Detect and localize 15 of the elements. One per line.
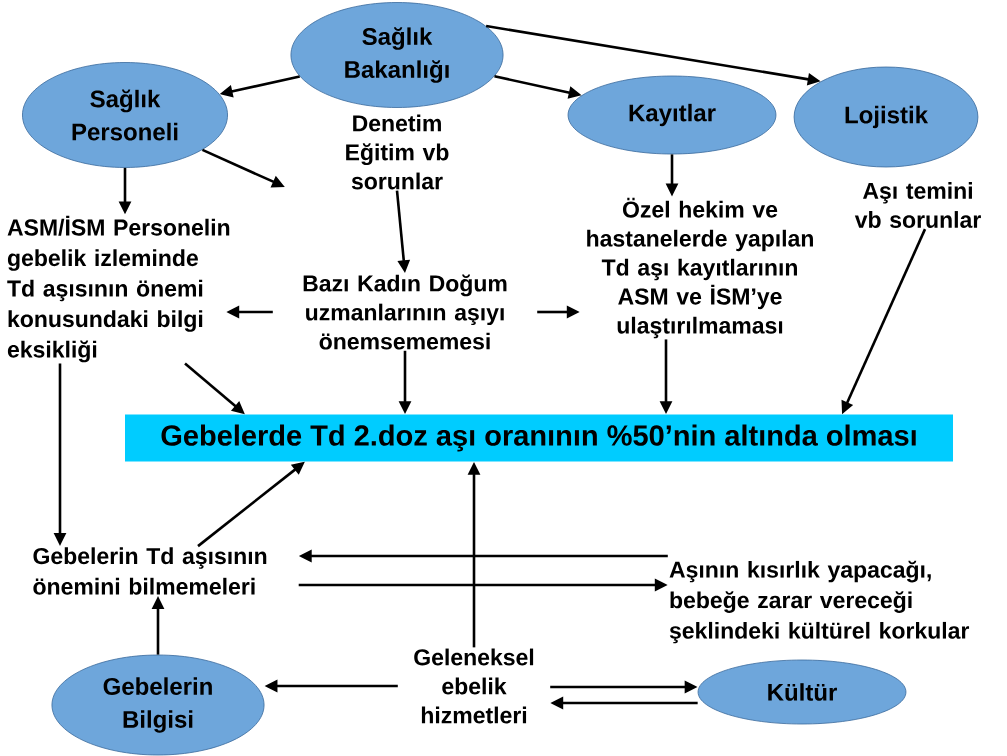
ellipse-node: Sağlık Personeli: [22, 62, 228, 168]
problem-text: Denetim Eğitim vb sorunlar: [346, 114, 449, 190]
problem-box: Gebelerde Td 2.doz aşı oranının %50’nin altında olması: [125, 414, 953, 462]
ellipse-node: Lojistik: [793, 66, 979, 168]
ellipse-node: Kültür: [697, 659, 907, 725]
ellipse-node: Sağlık Bakanlığı: [290, 2, 504, 108]
problem-text: Aşının kısırlık yapacağı, bebeğe zarar vereceği şeklindeki kültürel korkular: [669, 560, 970, 644]
ellipse-node: Gebelerin Bilgisi: [51, 654, 265, 756]
problem-text: Bazı Kadın Doğum uzmanlarının aşıyı önemsememesi: [303, 274, 507, 350]
ellipse-node: Kayıtlar: [567, 75, 777, 155]
problem-text: Geleneksel ebelik hizmetleri: [414, 648, 534, 724]
problem-text: Özel hekim ve hastanelerde yapılan Td aşı kayıtlarının ASM ve İSM’ye ulaştırılmaması: [587, 197, 813, 339]
problem-text: Gebelerin Td aşısının önemini bilmemeleri: [33, 547, 267, 595]
problem-text: Aşı temini vb sorunlar: [854, 182, 981, 228]
problem-text: ASM/İSM Personelin gebelik izleminde Td aşısının önemi konusundaki bilgi eksikliği: [7, 215, 230, 363]
